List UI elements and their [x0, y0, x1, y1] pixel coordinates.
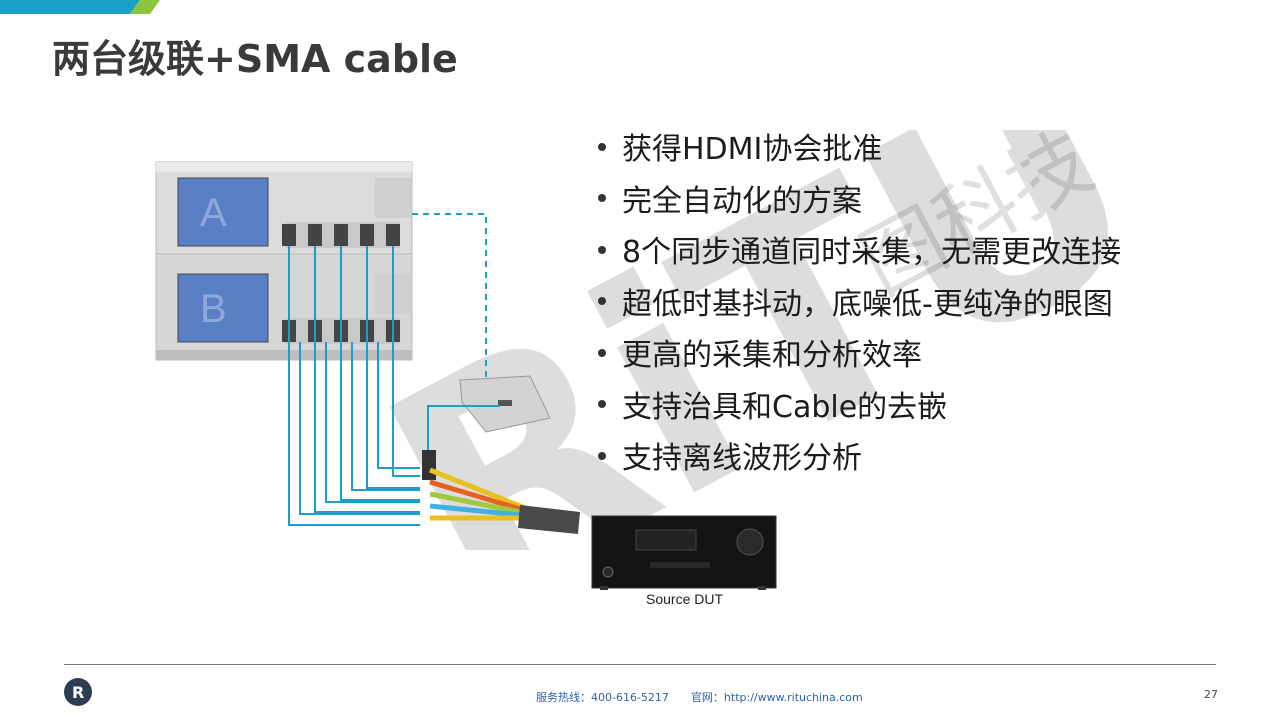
list-item-text: 获得HDMI协会批准 [622, 132, 883, 167]
page-number: 27 [1204, 688, 1218, 701]
footer-hotline: 服务热线：400-616-5217 [536, 691, 669, 704]
source-dut-device [591, 515, 777, 590]
bullet-dot-icon [598, 245, 606, 254]
top-accent-bar [0, 0, 160, 14]
cascade-setup-diagram: A B [155, 161, 777, 590]
oscilloscope-a: A [155, 161, 413, 255]
list-item: 超低时基抖动，底噪低-更纯净的眼图 [598, 279, 1121, 331]
footer-website-link[interactable]: 官网：http://www.rituchina.com [690, 691, 863, 704]
list-item-text: 超低时基抖动，底噪低-更纯净的眼图 [622, 286, 1113, 322]
diagram-caption: Source DUT [646, 591, 724, 607]
list-item: 获得HDMI协会批准 [598, 124, 1121, 176]
test-fixture [422, 450, 580, 534]
scope-connectors [282, 224, 400, 342]
list-item-text: 更高的采集和分析效率 [622, 338, 922, 373]
list-item-text: 支持离线波形分析 [622, 441, 862, 476]
bullet-dot-icon [598, 142, 606, 151]
sma-cables [288, 246, 420, 526]
sync-unit [459, 375, 551, 433]
bullet-dot-icon [598, 348, 606, 357]
footer-divider [64, 664, 1216, 665]
feature-list: 获得HDMI协会批准 完全自动化的方案 8个同步通道同时采集，无需更改连接 超低… [598, 124, 1121, 485]
ritu-logo-icon: R [64, 678, 92, 706]
scope-b-label: B [200, 287, 227, 331]
list-item: 完全自动化的方案 [598, 176, 1121, 228]
list-item-text: 完全自动化的方案 [622, 183, 862, 219]
list-item-text: 支持治具和Cable的去嵌 [622, 389, 948, 425]
footer-contact: 服务热线：400-616-5217 官网：http://www.rituchina… [536, 689, 885, 705]
oscilloscope-b: B [155, 253, 413, 361]
list-item: 更高的采集和分析效率 [598, 330, 1121, 382]
logo-letter: R [72, 683, 84, 702]
bullet-dot-icon [598, 194, 606, 202]
scope-a-label: A [200, 191, 227, 235]
list-item: 支持离线波形分析 [598, 433, 1121, 485]
list-item: 8个同步通道同时采集，无需更改连接 [598, 227, 1121, 279]
bullet-dot-icon [598, 400, 606, 408]
page-title: 两台级联+SMA cable [52, 37, 458, 81]
bullet-dot-icon [598, 297, 606, 305]
list-item-text: 8个同步通道同时采集，无需更改连接 [622, 235, 1122, 270]
bullet-dot-icon [598, 451, 606, 460]
list-item: 支持治具和Cable的去嵌 [598, 382, 1121, 434]
